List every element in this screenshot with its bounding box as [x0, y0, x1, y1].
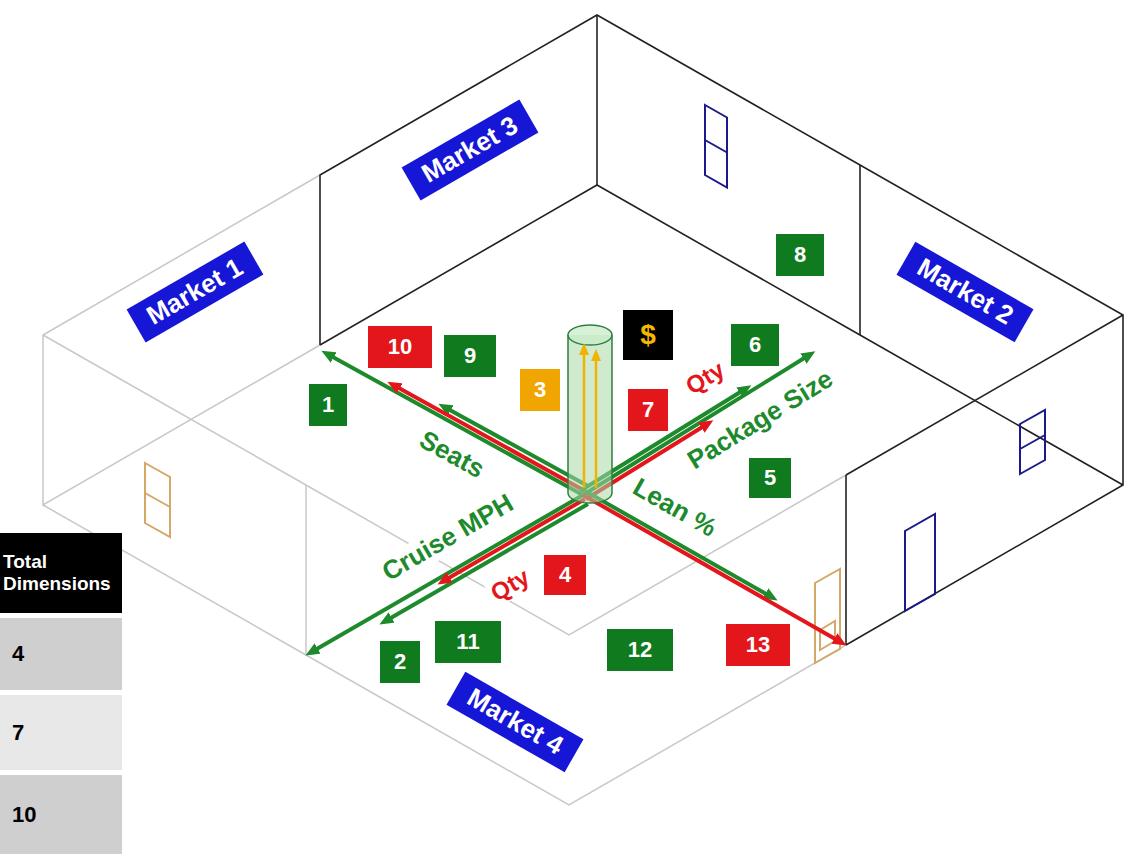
window [1020, 435, 1045, 449]
callout-number: 11 [435, 621, 501, 663]
wall-line [596, 15, 598, 185]
callout-number: 4 [544, 555, 586, 595]
market-label: Market 4 [447, 672, 584, 772]
wall-line [43, 335, 846, 635]
callout-number: 9 [444, 335, 496, 377]
table-cell: 10 [0, 775, 122, 854]
node-text: 10 [388, 334, 412, 359]
price-cylinder [568, 325, 612, 345]
node-text: Market 3 [417, 111, 523, 190]
price-symbol: $ [623, 310, 673, 360]
node-text: 9 [464, 343, 476, 368]
table-cell: 7 [0, 695, 122, 770]
node-text: Market 1 [142, 253, 248, 332]
callout-number: 5 [749, 458, 791, 498]
callout-number: 1 [309, 384, 347, 426]
callout-number: 13 [726, 624, 790, 666]
table-cell: 4 [0, 618, 122, 690]
wall-line [859, 165, 861, 335]
callout-number: 3 [520, 369, 560, 411]
callout-number: 8 [776, 234, 824, 276]
market-label: Market 1 [127, 242, 264, 343]
door [905, 514, 935, 611]
wall-line [305, 485, 307, 655]
wall-line [846, 315, 1123, 475]
callout-number: 10 [368, 326, 432, 368]
node-text: Market 4 [462, 683, 568, 761]
axis-label: Lean % [625, 471, 724, 545]
market-label: Market 3 [402, 100, 539, 201]
node-text: 5 [764, 465, 776, 490]
node-text: $ [640, 319, 656, 351]
node-text: 6 [749, 332, 761, 357]
node-text: 3 [534, 377, 546, 402]
node-text: Market 2 [912, 253, 1018, 331]
node-text: 1 [322, 392, 334, 417]
wall-line [320, 15, 1123, 645]
wall-line [845, 475, 847, 645]
callout-number: 7 [628, 389, 668, 431]
market-label: Market 2 [897, 242, 1034, 342]
door [815, 569, 840, 663]
node-text: 11 [456, 629, 479, 654]
table-header: Total Dimensions [0, 533, 122, 613]
callout-number: 2 [380, 641, 420, 683]
node-text: 12 [628, 637, 652, 662]
window [705, 105, 727, 188]
node-text: 8 [794, 242, 806, 267]
price-arrow [583, 352, 586, 488]
callout-number: 6 [731, 324, 779, 366]
node-text: 7 [642, 397, 654, 422]
window [705, 140, 727, 153]
window [1020, 410, 1045, 474]
price-arrow [595, 358, 598, 488]
node-text: 13 [746, 632, 770, 657]
node-text: 2 [394, 649, 406, 674]
window [145, 493, 170, 507]
callout-number: 12 [607, 629, 673, 671]
wall-line [43, 175, 320, 505]
node-text: 4 [559, 562, 571, 587]
quantity-label: Qty [678, 354, 732, 402]
price-cylinder [568, 335, 612, 503]
window [145, 463, 170, 537]
